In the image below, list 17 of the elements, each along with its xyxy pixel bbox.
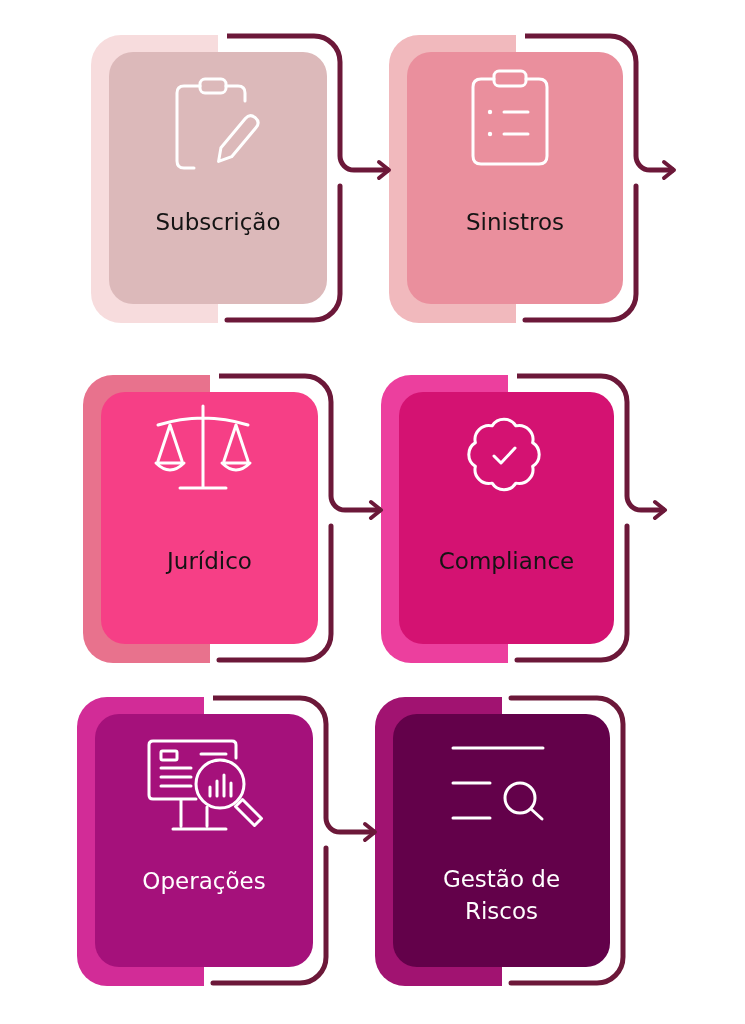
step-label: Sinistros [466, 207, 564, 237]
step-label: Compliance [438, 546, 575, 576]
step-label: Gestão de Riscos [441, 864, 562, 926]
arrow [213, 695, 377, 842]
process-card [91, 35, 327, 323]
process-card [77, 697, 313, 986]
process-card [389, 35, 623, 323]
arrow [517, 373, 667, 520]
arrow [219, 373, 383, 520]
process-card [381, 375, 614, 663]
step-label: Operações [142, 866, 266, 896]
arrow [525, 33, 676, 180]
step-label: Jurídico [167, 546, 252, 576]
arrow [227, 33, 391, 180]
process-card [375, 697, 610, 986]
process-card [83, 375, 318, 663]
step-label: Subscrição [155, 207, 281, 237]
